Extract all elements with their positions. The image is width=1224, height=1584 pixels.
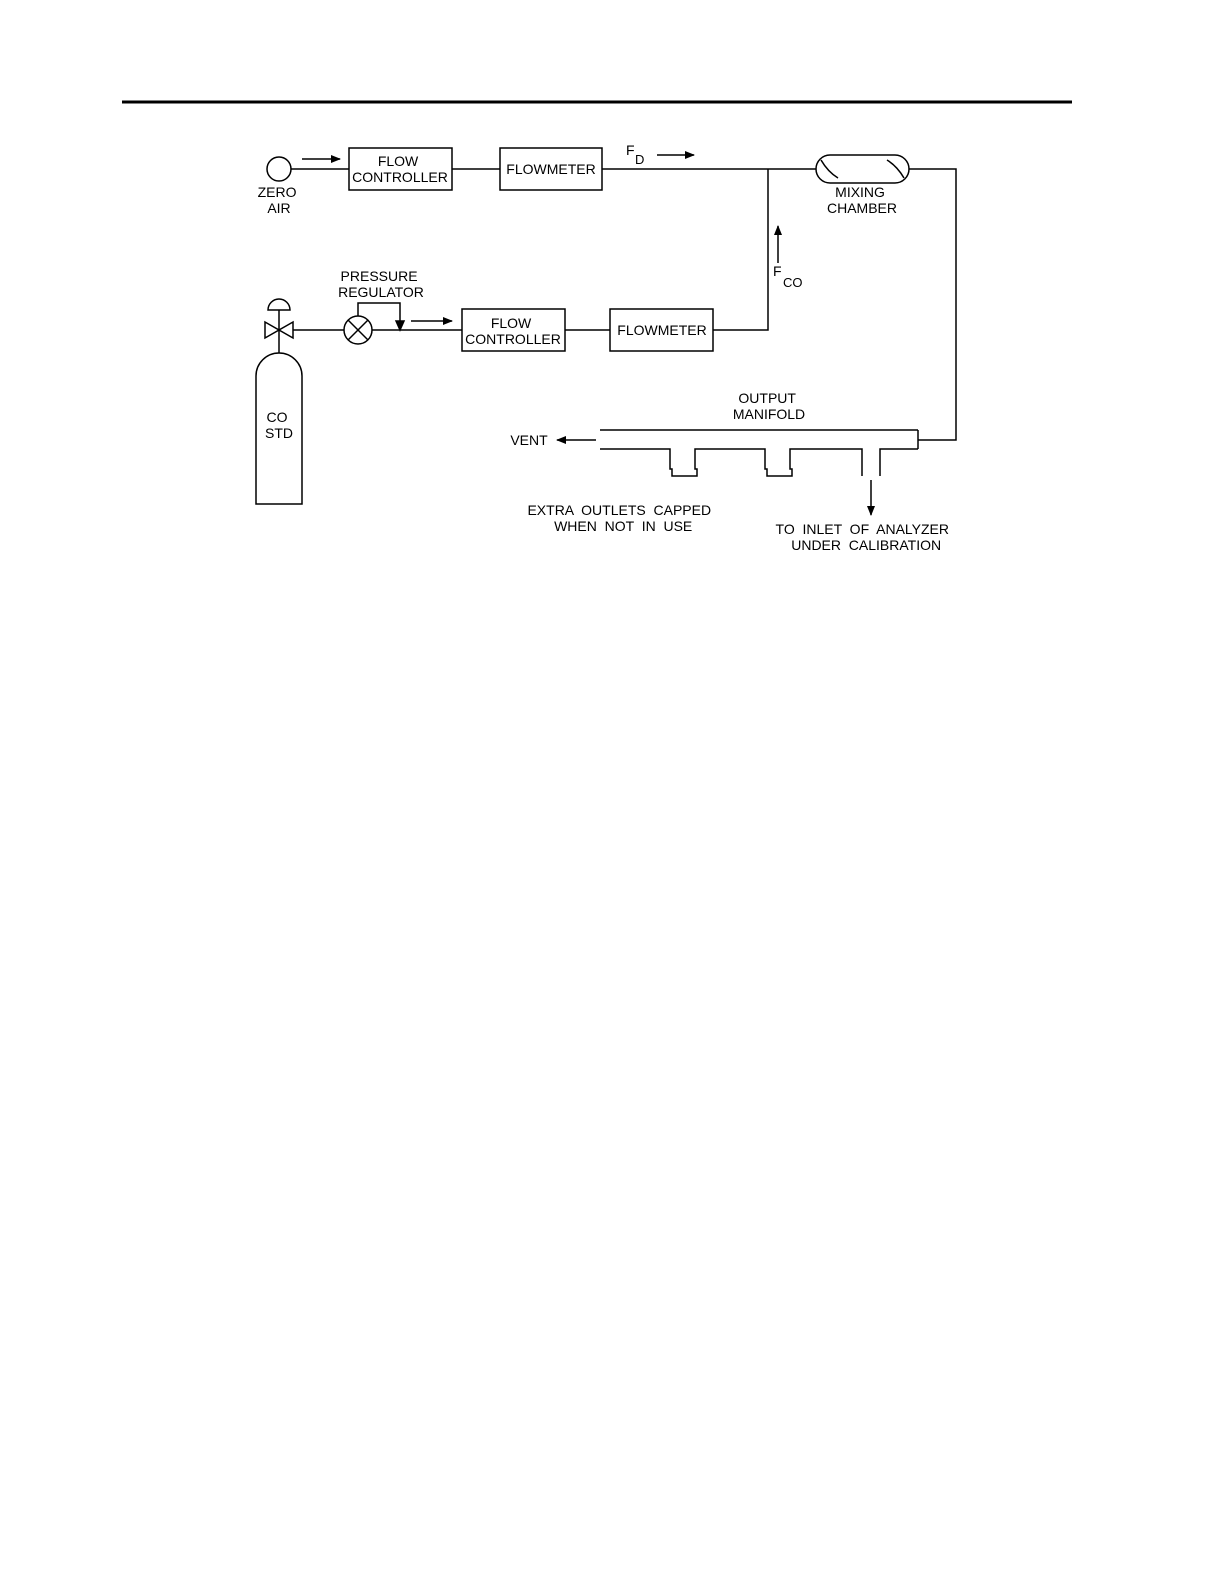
co-std-label-line1: CO (267, 409, 288, 425)
flow-controller-top-label-line1: FLOW (378, 153, 419, 169)
manifold-bottom-wall (600, 449, 862, 476)
svg-text:EXTRA OUTLETS CAPPED WHE: EXTRA OUTLETS CAPPED WHEN NOT IN USE (0, 0, 731, 534)
output-manifold-label-line1: OUTPUT (738, 390, 796, 406)
svg-text:MIXING CHAMBER: MIXING CHAMBER (827, 184, 897, 216)
extra-outlets-label-line1: EXTRA OUTLETS CAPPED (527, 502, 711, 518)
mixing-chamber-label-line1: MIXING (835, 184, 885, 200)
pressure-regulator-label-line1: PRESSURE (341, 268, 418, 284)
fco-label-subscript: CO (783, 275, 803, 290)
co-flow-line (713, 169, 768, 330)
pressure-regulator-label-line2: REGULATOR (338, 284, 424, 300)
mixing-chamber-icon (816, 155, 909, 183)
co-std-label-line2: STD (265, 425, 293, 441)
flow-controller-top-label-line2: CONTROLLER (352, 169, 448, 185)
valve-handle-icon (268, 299, 290, 310)
mixing-chamber-label-line2: CHAMBER (827, 200, 897, 216)
svg-text:CO STD: CO STD (265, 409, 293, 441)
fd-label: F (626, 142, 635, 158)
svg-text:OUTPUT MANIFOLD: OUTPUT MANIFOLD (733, 390, 805, 422)
flow-controller-bottom-label-line1: FLOW (491, 315, 532, 331)
zero-air-label-line2: AIR (267, 200, 290, 216)
flowmeter-bottom-label: FLOWMETER (617, 322, 706, 338)
zero-air-label-line1: ZERO (258, 184, 297, 200)
svg-text:TO INLET OF ANALYZER UN: TO INLET OF ANALYZER UNDER CALIBRATION (0, 0, 968, 553)
output-manifold-label-line2: MANIFOLD (733, 406, 805, 422)
fco-label: F (773, 263, 782, 279)
svg-text:ZERO AIR: ZERO AIR (258, 184, 301, 216)
manifold-bottom-wall-right (880, 449, 918, 476)
analyzer-inlet-label-line1: TO INLET OF ANALYZER (776, 521, 950, 537)
flowmeter-top-label: FLOWMETER (506, 161, 595, 177)
regulator-sense-arrowhead (396, 321, 404, 330)
vent-label: VENT (510, 432, 548, 448)
mixing-to-manifold-line (909, 169, 956, 440)
svg-text:PRESSURE REGULATOR: PRESSURE REGULATOR (338, 268, 424, 300)
analyzer-inlet-label-line2: UNDER CALIBRATION (791, 537, 941, 553)
flow-controller-bottom-label-line2: CONTROLLER (465, 331, 561, 347)
fd-label-subscript: D (635, 152, 644, 167)
extra-outlets-label-line2: WHEN NOT IN USE (554, 518, 692, 534)
zero-air-source-icon (267, 157, 291, 181)
